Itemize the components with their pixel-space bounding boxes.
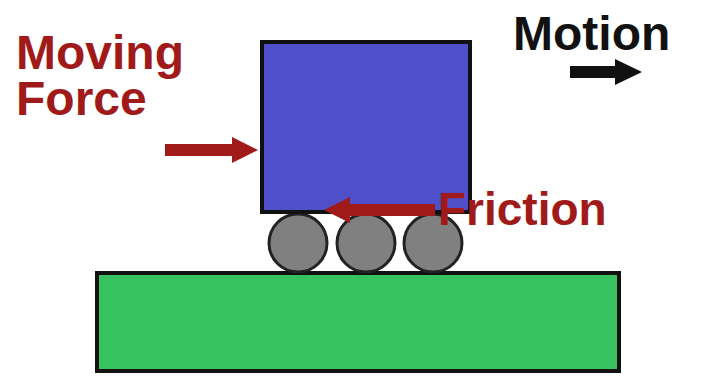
friction-arrow	[324, 197, 435, 223]
roller	[337, 214, 395, 272]
roller	[269, 214, 327, 272]
motion-arrow	[570, 59, 642, 85]
ground-surface	[97, 273, 619, 371]
force-label: Moving Force	[16, 30, 216, 122]
friction-label: Friction	[438, 186, 678, 232]
moving-force-arrow	[165, 137, 258, 163]
motion-label: Motion	[513, 10, 698, 58]
